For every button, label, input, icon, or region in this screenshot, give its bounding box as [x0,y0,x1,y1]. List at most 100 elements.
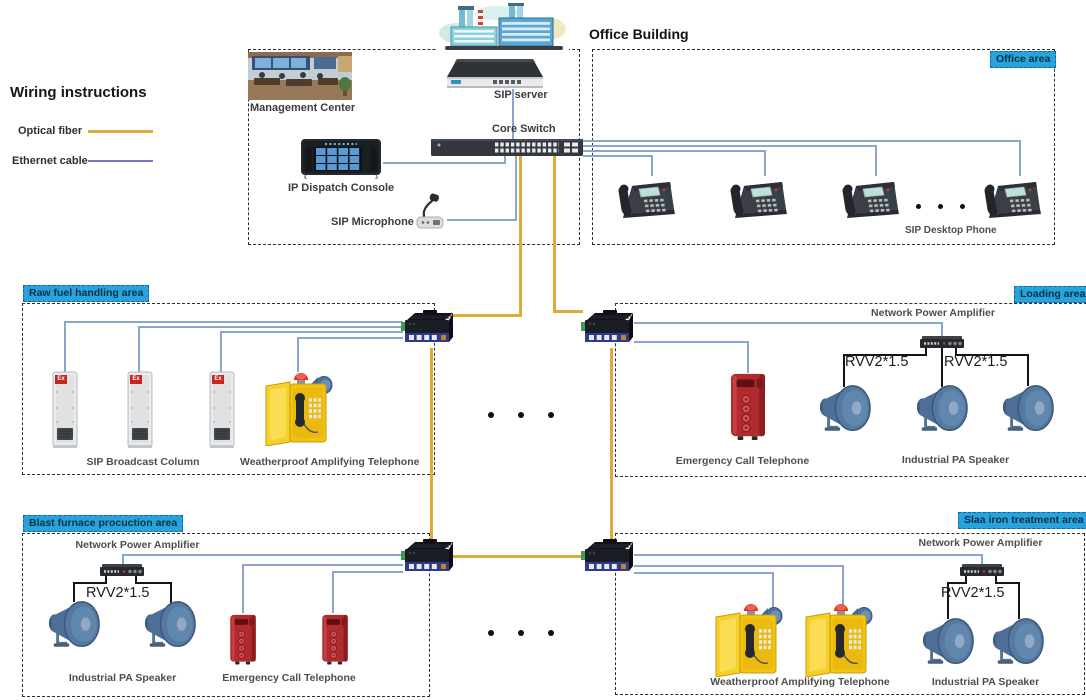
ethernet-cable-line [220,331,403,333]
network-power-amplifier-label: Network Power Amplifier [918,537,1043,549]
speaker-wire-line [1027,354,1029,386]
sip-server-label: SIP server [494,89,548,101]
ip-dispatch-console-device [299,137,383,179]
network-power-amplifier-device [960,564,1004,577]
ethernet-cable-line [634,322,943,324]
speaker-wire-line [170,582,172,603]
emergency-call-telephone [725,371,771,441]
ethernet-cable-line [764,150,766,176]
emergency-call-telephone [226,611,260,667]
ethernet-cable-line [383,162,506,164]
network-power-amplifier-label: Network Power Amplifier [871,307,995,319]
speaker-wire-line [995,576,997,584]
office-building-illustration [437,3,569,51]
fiber-switch-device [401,310,455,348]
management-center-photo [248,52,352,100]
ethernet-cable-line [634,565,844,567]
sip-server-device [447,57,543,89]
emergency-call-telephone-label: Emergency Call Telephone [675,455,810,467]
ethernet-cable-line [1019,140,1021,176]
office-area-box [592,49,1055,245]
industrial-pa-speaker [920,617,976,669]
optical-fiber-line [610,348,613,541]
weatherproof-amplifying-telephone [804,603,874,677]
ethernet-cable-line [297,337,299,372]
industrial-pa-speaker [914,384,970,436]
legend-ethernet-label: Ethernet cable [12,155,88,167]
ethernet-cable-line [981,554,983,565]
emergency-call-telephone [318,611,352,667]
ethernet-cable-line [634,341,749,343]
ethernet-cable-line [842,565,844,608]
ethernet-cable-line [634,554,983,556]
rvv-cable-label: RVV2*1.5 [941,585,1005,601]
core-switch-label: Core Switch [492,123,556,135]
speaker-wire-line [965,576,967,584]
sip-desktop-phone [983,173,1041,219]
fiber-switch-device [581,539,635,577]
ethernet-cable-line [64,321,66,372]
optical-fiber-line [430,348,433,541]
optical-fiber-swatch [88,130,153,133]
ellipsis-dots [916,204,965,209]
raw-fuel-area-tag: Raw fuel handling area [23,285,150,302]
legend-title: Wiring instructions [10,84,147,101]
industrial-pa-speaker-label: Industrial PA Speaker [901,454,1010,466]
rvv-cable-label: RVV2*1.5 [86,585,150,601]
blast-furnace-area-box [22,533,430,697]
ethernet-cable-line [772,572,774,608]
speaker-wire-line [941,348,943,387]
legend-optical-label: Optical fiber [18,125,83,137]
weatherproof-phone-label: Weatherproof Amplifying Telephone [710,676,890,688]
speaker-wire-line [135,582,172,584]
industrial-pa-speaker-label: Industrial PA Speaker [68,672,177,684]
fiber-switch-device [581,310,635,348]
ethernet-cable-line [941,322,943,338]
blast-furnace-area-tag: Blast furnace procuction area [23,515,184,532]
ex-badge: Ex [57,376,65,382]
ethernet-cable-line [447,219,517,221]
sip-broadcast-column-label: SIP Broadcast Column [86,456,200,468]
optical-fiber-line [553,156,556,313]
ethernet-cable-line [220,331,222,372]
speaker-wire-line [843,354,927,356]
sip-desktop-phone [617,173,675,219]
ellipsis-dots [488,630,554,636]
rvv-cable-label: RVV2*1.5 [944,354,1008,370]
speaker-wire-line [925,348,927,356]
ethernet-cable-line [242,564,244,613]
network-power-amplifier-label: Network Power Amplifier [75,539,200,551]
industrial-pa-speaker-label: Industrial PA Speaker [931,676,1040,688]
ethernet-cable-line [504,155,506,164]
speaker-wire-line [843,354,845,387]
speaker-wire-line [995,582,1020,584]
speaker-wire-line [947,582,967,584]
office-area-tag: Office area [990,51,1057,68]
ellipsis-dots [488,412,554,418]
slag-area-tag: Slaa iron treatment area [958,512,1086,529]
optical-fiber-line [453,555,583,558]
rvv-cable-label: RVV2*1.5 [845,354,909,370]
emergency-call-telephone-label: Emergency Call Telephone [222,672,356,684]
speaker-wire-line [105,576,107,584]
fiber-switch-device [401,539,455,577]
core-switch-device [431,139,583,156]
ethernet-cable-line [297,337,403,339]
sip-microphone-label: SIP Microphone [331,216,414,228]
speaker-wire-line [1018,582,1020,619]
sip-microphone-device [411,191,447,229]
ip-dispatch-console-label: IP Dispatch Console [288,182,395,194]
ethernet-cable-swatch [88,160,153,162]
ethernet-cable-line [515,155,517,221]
ethernet-cable-line [332,571,334,613]
speaker-wire-line [73,582,107,584]
optical-fiber-line [519,156,522,317]
ethernet-cable-line [634,572,774,574]
sip-desktop-phone [729,173,787,219]
ethernet-cable-line [583,145,877,147]
ethernet-cable-line [583,140,1021,142]
optical-fiber-line [553,310,583,313]
ethernet-cable-line [242,564,403,566]
ethernet-cable-line [138,326,140,372]
